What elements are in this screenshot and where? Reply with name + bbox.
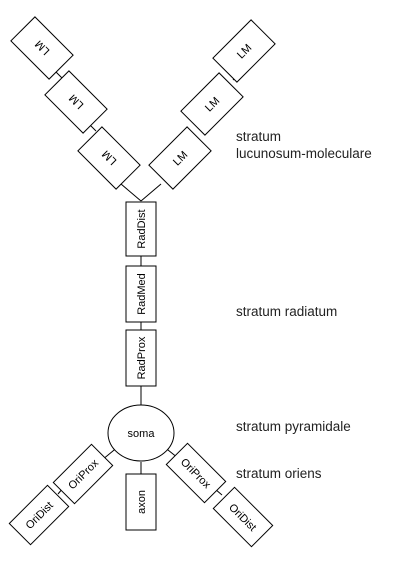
lm-right-distal: LM (212, 19, 276, 83)
layer-oriens: stratum oriens (236, 466, 322, 481)
oridist-left-compartment: OriDist (8, 484, 70, 546)
layer-labels: stratum lucunosum-moleculare stratum rad… (236, 129, 372, 481)
axon-label: axon (136, 490, 148, 514)
soma-label: soma (128, 428, 156, 440)
radprox-label: RadProx (136, 336, 148, 379)
oridist-right-compartment: OriDist (212, 486, 274, 548)
lm-left-middle: LM (44, 70, 108, 134)
lm-left-distal: LM (10, 16, 74, 80)
radmed-compartment: RadMed (125, 265, 157, 323)
lm-right-proximal: LM (148, 126, 212, 190)
raddist-label: RadDist (136, 209, 148, 248)
radmed-label: RadMed (136, 273, 148, 315)
raddist-compartment: RadDist (125, 201, 157, 257)
soma-compartment: soma (107, 404, 175, 462)
radprox-compartment: RadProx (125, 329, 157, 387)
layer-radiatum: stratum radiatum (236, 304, 337, 319)
wire-raddist-lm-left (120, 183, 142, 202)
lm-right-middle: LM (180, 72, 244, 136)
layer-lm-line1: stratum (236, 129, 281, 144)
wire-raddist-lm-right (140, 183, 162, 202)
lm-left-proximal: LM (77, 126, 141, 190)
layer-pyramidale: stratum pyramidale (236, 419, 351, 434)
oriprox-right-compartment: OriProx (165, 442, 227, 504)
oriprox-left-compartment: OriProx (52, 443, 114, 505)
axon-compartment: axon (125, 473, 157, 531)
layer-lm-line2: lucunosum-moleculare (236, 146, 372, 161)
